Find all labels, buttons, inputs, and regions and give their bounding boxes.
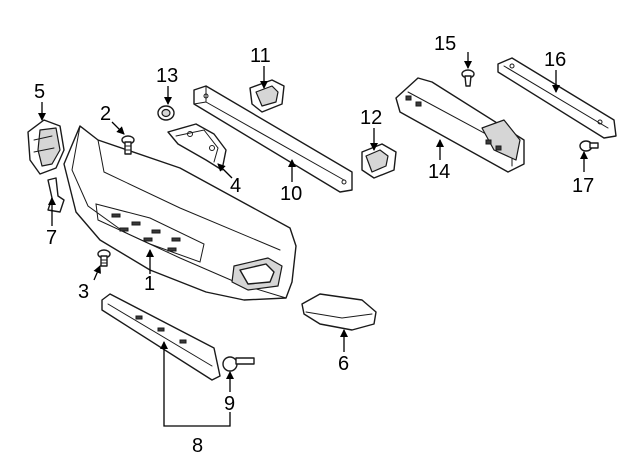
part-10-reinforcement [193,85,353,193]
part-3-bolt [97,249,111,267]
part-4-bracket [167,123,227,171]
callout-8: 8 [192,435,203,457]
callout-10: 10 [280,183,302,205]
callout-3: 3 [78,281,89,303]
part-8-spoiler [101,293,221,381]
part-1-bumper-cover [63,125,297,301]
part-14-support [395,77,525,173]
part-5-cover [27,119,65,175]
leader-lines [38,52,588,427]
part-6-lamp-cover [301,293,377,331]
part-2-bolt [121,135,135,155]
callout-12: 12 [360,107,382,129]
callout-7: 7 [46,227,57,249]
part-9-bolt [222,356,255,372]
callout-13: 13 [156,65,178,87]
callout-16: 16 [544,49,566,71]
part-13-nut [157,105,175,121]
callout-5: 5 [34,81,45,103]
callout-14: 14 [428,161,450,183]
callout-2: 2 [100,103,111,125]
part-11-bracket [249,79,285,113]
callout-9: 9 [224,393,235,415]
callout-6: 6 [338,353,349,375]
callout-17: 17 [572,175,594,197]
part-12-bracket [361,143,397,179]
callout-15: 15 [434,33,456,55]
callout-1: 1 [144,273,155,295]
part-7-bracket [47,177,65,213]
callout-11: 11 [250,45,271,67]
part-17-bolt [579,140,599,152]
callout-labels: 5 7 2 3 13 4 10 11 12 14 15 16 17 1 6 9 … [34,33,594,457]
callout-4: 4 [230,175,241,197]
part-15-clip [461,69,475,87]
part-16-rail [497,57,617,139]
